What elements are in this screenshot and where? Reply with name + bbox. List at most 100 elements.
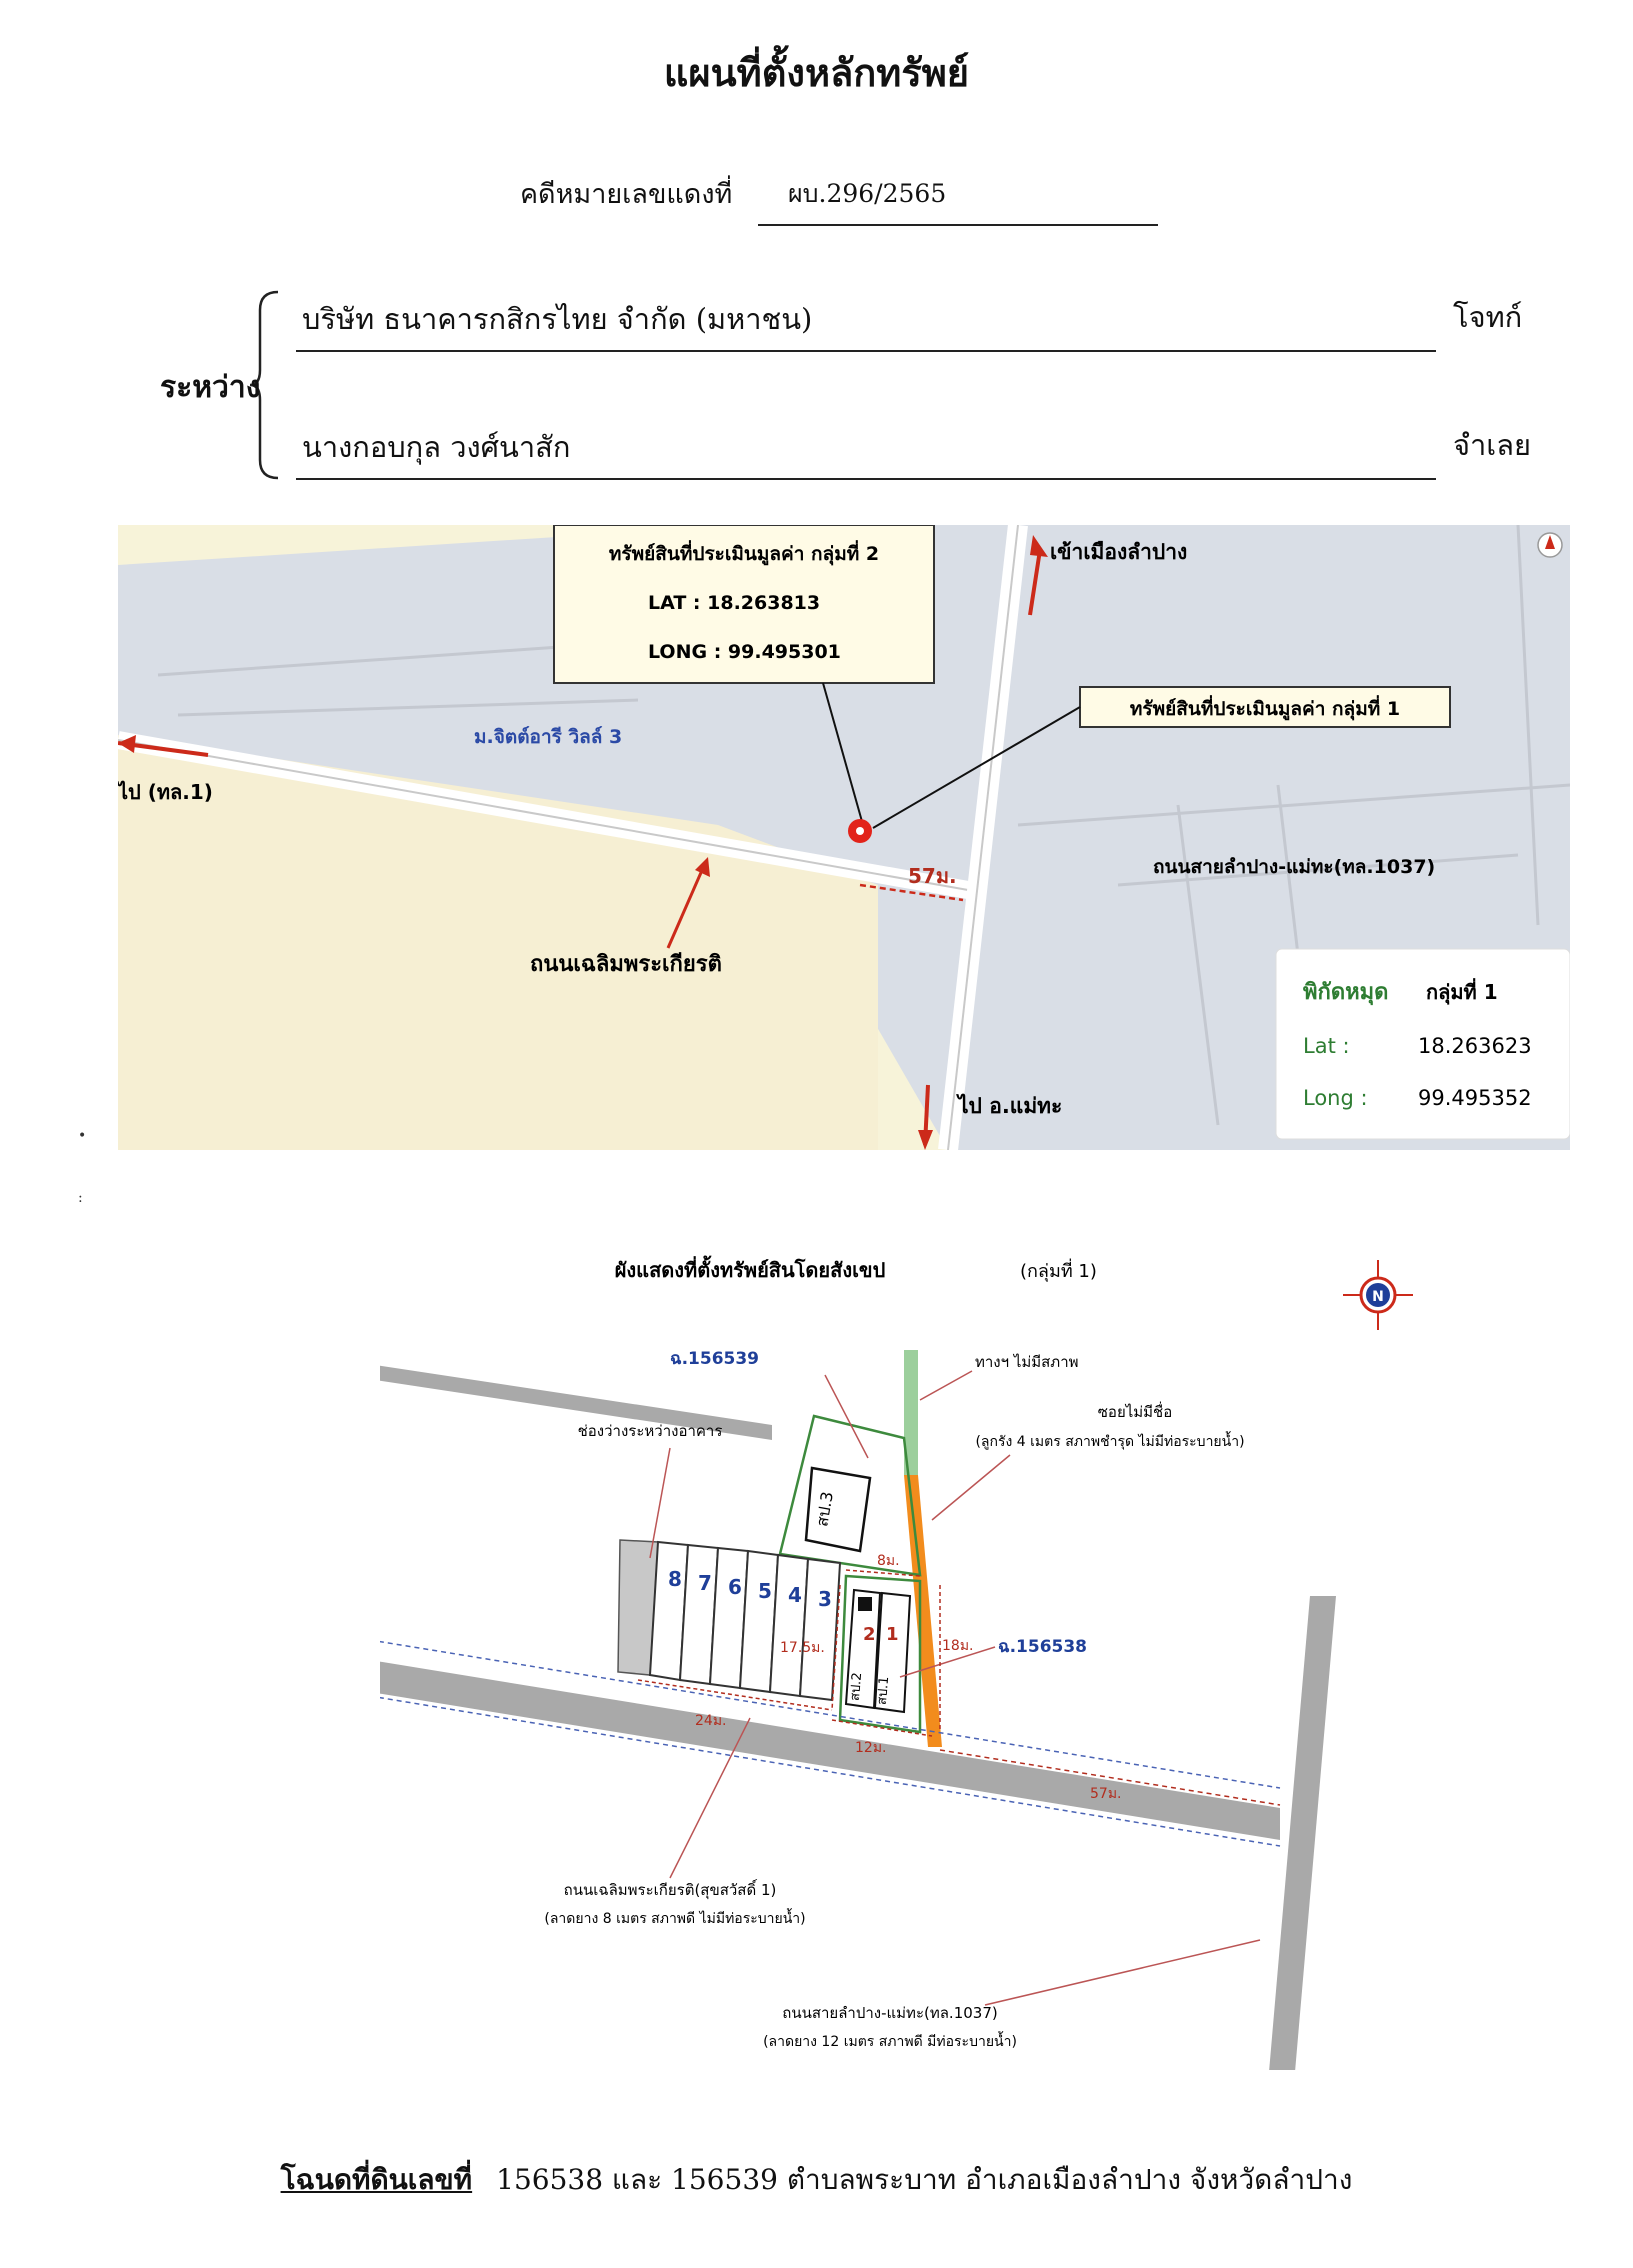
unit-4-number: 4	[788, 1583, 802, 1607]
alley-name: ซอยไม่มีชื่อ	[1098, 1401, 1173, 1421]
sketch-map: ผังแสดงที่ตั้งทรัพย์สินโดยสังเขป (กลุ่มท…	[380, 1255, 1413, 2070]
urban-area	[118, 525, 1570, 1150]
unit-7-number: 7	[698, 1571, 712, 1595]
case-number-label: คดีหมายเลขแดงที่	[520, 179, 733, 210]
dim-24m-line	[637, 1679, 833, 1711]
path-note: ทางฯ ไม่มีสภาพ	[975, 1353, 1079, 1371]
unit-3-number: 3	[818, 1587, 832, 1611]
deed-156539-leader	[824, 1374, 869, 1459]
defendant-name: นางกอบกุล วงศ์นาสัก	[302, 430, 571, 464]
dim-8m: 8ม.	[877, 1553, 900, 1569]
lampang-maetha-highway-edge	[947, 525, 1019, 1150]
coords-lat-value: 18.263623	[1418, 1034, 1532, 1058]
building-1	[873, 1591, 912, 1714]
property-pin-dot	[856, 827, 864, 835]
top-road	[380, 1365, 772, 1440]
to-maetha-arrowhead	[918, 1130, 933, 1150]
distance-label: 57ม.	[908, 864, 957, 888]
highway-name: ถนนสายลำปาง-แม่ทะ(ทล.1037)	[782, 2004, 997, 2022]
dim-12m-line	[831, 1719, 933, 1737]
to-city-arrowhead	[1030, 535, 1048, 557]
sketch-title-group: (กลุ่มที่ 1)	[1020, 1258, 1097, 1282]
location-map: ทรัพย์สินที่ประเมินมูลค่า กลุ่มที่ 2 LAT…	[118, 525, 1570, 1150]
dim-8m-line	[845, 1569, 921, 1577]
distance-line	[859, 883, 964, 902]
to-city-arrow	[1028, 549, 1042, 616]
dim-57m-line	[939, 1749, 1281, 1806]
plaintiff-role: โจทก์	[1453, 300, 1523, 334]
highway-label: ถนนสายลำปาง-แม่ทะ(ทล.1037)	[1153, 856, 1435, 878]
compass-letter: N	[1372, 1289, 1384, 1305]
village-label: ม.จิตต์อารี วิลล์ 3	[474, 726, 622, 748]
plot-156538	[838, 1574, 922, 1734]
dim-24m: 24ม.	[695, 1713, 727, 1729]
to-route1-arrowhead	[118, 735, 136, 753]
to-city-label: เข้าเมืองลำปาง	[1050, 540, 1187, 564]
road-label: ถนนเฉลิมพระเกียรติ	[530, 952, 722, 977]
path-green	[904, 1350, 918, 1475]
sketch-title: ผังแสดงที่ตั้งทรัพย์สินโดยสังเขป	[615, 1255, 886, 1282]
coords-group: กลุ่มที่ 1	[1426, 977, 1498, 1005]
to-maetha-label: ไป อ.แม่ทะ	[956, 1093, 1062, 1118]
unit-marker	[858, 1597, 872, 1611]
unit-8-number: 8	[668, 1567, 682, 1591]
group2-callout-box	[553, 525, 935, 684]
group1-title: ทรัพย์สินที่ประเมินมูลค่า กลุ่มที่ 1	[1130, 695, 1400, 721]
group2-leader-line	[822, 682, 864, 826]
coords-box	[1275, 948, 1570, 1140]
plot-1-number: 1	[886, 1624, 899, 1645]
case-number-value: ผบ.296/2565	[758, 174, 1158, 226]
building-2-label: สป.2	[848, 1672, 865, 1702]
deed-156539-label: ฉ.156539	[670, 1349, 759, 1369]
alley-leader	[931, 1454, 1011, 1521]
group1-leader-line	[872, 706, 1081, 829]
deed-156538-label: ฉ.156538	[998, 1637, 1087, 1657]
plaintiff-name: บริษัท ธนาคารกสิกรไทย จำกัด (มหาชน)	[302, 302, 813, 336]
road-setback-upper	[380, 1640, 1281, 1789]
building-1-label: สป.1	[875, 1676, 892, 1706]
alley-detail: (ลูกรัง 4 เมตร สภาพชำรุด ไม่มีท่อระบายน้…	[975, 1431, 1244, 1450]
coords-title: พิกัดหมุด	[1303, 980, 1388, 1006]
coords-long-label: Long :	[1303, 1086, 1368, 1110]
road-setback-lower	[380, 1696, 1281, 1847]
parties-brace	[249, 290, 279, 480]
plot-156539	[778, 1414, 922, 1577]
chaloem-phrakiat-road-edge	[118, 739, 969, 891]
group2-title: ทรัพย์สินที่ประเมินมูลค่า กลุ่มที่ 2	[609, 540, 879, 566]
building-3	[804, 1466, 872, 1553]
highway-road	[1269, 1596, 1336, 2070]
road-leader	[669, 1717, 751, 1879]
plot-2-number: 2	[863, 1624, 876, 1645]
page-title: แผนที่ตั้งหลักทรัพย์	[663, 50, 970, 95]
dim-17-5m: 17.5ม.	[780, 1640, 825, 1656]
road-name: ถนนเฉลิมพระเกียรติ(สุขสวัสดิ์ 1)	[564, 1879, 777, 1900]
highway-leader	[984, 1939, 1261, 2006]
road-arrowhead	[695, 857, 710, 877]
deed-footer: โฉนดที่ดินเลขที่ 156538 และ 156539 ตำบลพร…	[0, 2158, 1633, 2202]
defendant-role: จำเลย	[1453, 428, 1531, 462]
path-note-leader	[919, 1370, 973, 1401]
unit-6-number: 6	[728, 1575, 742, 1599]
plaintiff-line: บริษัท ธนาคารกสิกรไทย จำกัด (มหาชน)	[296, 296, 1436, 352]
main-road	[380, 1661, 1280, 1840]
to-route1-label: ไป (ทล.1)	[118, 780, 213, 804]
map-north-needle	[1545, 535, 1555, 549]
coords-long-value: 99.495352	[1418, 1086, 1532, 1110]
deed-footer-text: 156538 และ 156539 ตำบลพระบาท อำเภอเมืองล…	[496, 2163, 1353, 2196]
deed-footer-label: โฉนดที่ดินเลขที่	[280, 2163, 473, 2196]
coords-lat-label: Lat :	[1303, 1034, 1350, 1058]
scan-mark: •	[78, 1128, 87, 1144]
defendant-line: นางกอบกุล วงศ์นาสัก	[296, 424, 1436, 480]
group2-lat: LAT : 18.263813	[648, 592, 820, 614]
road-arrow	[666, 867, 705, 949]
road-detail: (ลาดยาง 8 เมตร สภาพดี ไม่มีท่อระบายน้ำ)	[544, 1908, 805, 1927]
gap-leader	[649, 1447, 671, 1559]
dim-12m: 12ม.	[855, 1740, 887, 1756]
group2-long: LONG : 99.495301	[648, 641, 841, 663]
scan-mark: :	[78, 1190, 83, 1206]
unit-5-number: 5	[758, 1579, 772, 1603]
alley-orange	[904, 1475, 942, 1747]
between-label: ระหว่าง	[160, 370, 261, 405]
dim-18m: 18ม.	[942, 1638, 974, 1654]
dim-57m: 57ม.	[1090, 1786, 1122, 1802]
